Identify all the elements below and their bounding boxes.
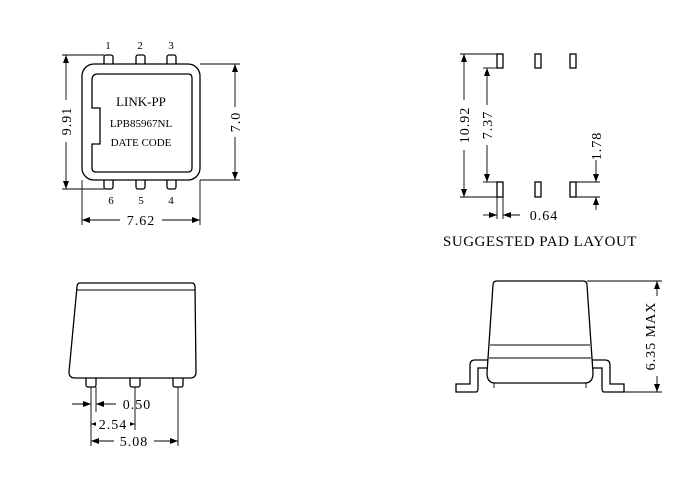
pin-label-6: 6	[108, 195, 114, 207]
date-code-marking: DATE CODE	[111, 137, 172, 149]
part-number-marking: LPB85967NL	[110, 118, 173, 130]
dim-max-height: 6.35 MAX	[644, 302, 659, 371]
pin-label-5: 5	[138, 195, 144, 207]
dim-pad-length: 1.78	[590, 132, 605, 161]
dim-body-height: 7.0	[229, 112, 244, 133]
pad-layout-caption: SUGGESTED PAD LAYOUT	[443, 234, 637, 250]
lead-right-gullwing	[591, 359, 625, 393]
brand-marking: LINK-PP	[116, 94, 166, 109]
pad-bottom-4	[569, 181, 577, 198]
package-inner-outline	[91, 73, 193, 173]
dim-pitch: 2.54	[99, 418, 128, 433]
dim-arrowheads	[83, 401, 104, 407]
dim-width: 7.62	[127, 214, 156, 229]
pad-bottom-5	[534, 181, 542, 198]
top-view: 1 2 3 6 5 4 LINK-PP LPB85967NL DATE CODE…	[58, 40, 244, 229]
pin-label-4: 4	[168, 195, 174, 207]
front-body-outline	[68, 282, 197, 379]
dim-overall-height: 9.91	[60, 107, 75, 136]
pad-top-3	[569, 53, 577, 69]
dim-arrowheads	[593, 174, 599, 205]
dim-pad-inner: 7.37	[481, 111, 496, 140]
pin-label-2: 2	[137, 40, 143, 52]
pad-layout-view: 10.92 7.37 1.78 0.64 SUGGESTED PAD LAYOU…	[443, 53, 637, 250]
side-body-outline	[486, 280, 594, 384]
front-view: 0.50 2.54 5.08	[68, 282, 197, 450]
dim-pad-width: 0.64	[530, 209, 559, 224]
package-body-outline	[81, 63, 201, 181]
dim-arrowheads	[489, 212, 511, 218]
pad-bottom-6	[496, 181, 504, 198]
dim-lead-width: 0.50	[123, 398, 152, 413]
pad-top-1	[496, 53, 504, 69]
lead-left-gullwing	[455, 359, 489, 393]
pin-label-1: 1	[105, 40, 111, 52]
pad-top-2	[534, 53, 542, 69]
pin-label-3: 3	[168, 40, 174, 52]
dim-span: 5.08	[120, 435, 149, 450]
side-view: 6.35 MAX	[455, 280, 662, 393]
dim-pad-overall: 10.92	[458, 107, 473, 144]
